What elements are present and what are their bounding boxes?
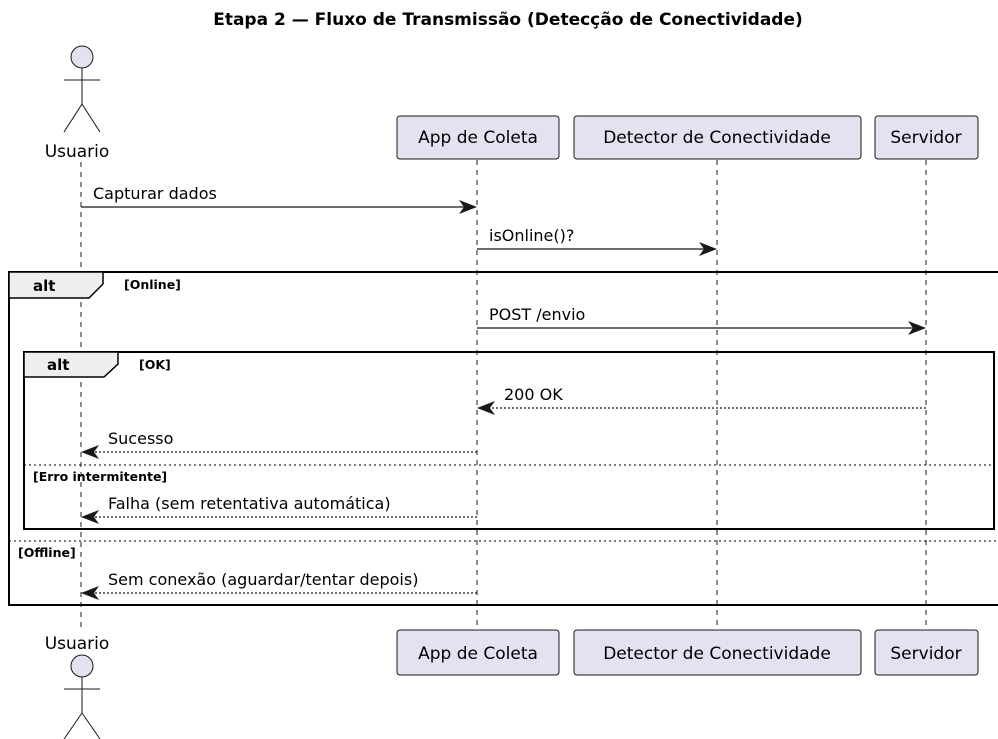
participant-detector-top: Detector de Conectividade: [573, 115, 862, 160]
message-isonline: isOnline()?: [477, 226, 717, 256]
message-200-ok: 200 OK: [477, 385, 926, 415]
message-sucesso-label: Sucesso: [108, 429, 173, 448]
participant-server-bottom: Servidor: [874, 629, 979, 676]
participant-app-top-label: App de Coleta: [418, 128, 538, 148]
actor-user-top-label: Usuario: [45, 142, 110, 162]
message-sucesso: Sucesso: [81, 429, 477, 459]
participant-detector-top-label: Detector de Conectividade: [603, 128, 831, 148]
actor-user-bottom: Usuario: [45, 634, 110, 739]
message-post-envio-label: POST /envio: [489, 305, 585, 324]
message-200-ok-label: 200 OK: [504, 385, 563, 404]
fragment-inner-guard: [OK]: [139, 357, 171, 372]
fragment-inner-keyword: alt: [47, 356, 69, 374]
participant-app-bottom: App de Coleta: [396, 629, 560, 676]
message-capturar-dados-label: Capturar dados: [93, 184, 217, 203]
message-sem-conexao-label: Sem conexão (aguardar/tentar depois): [108, 570, 418, 589]
participant-server-bottom-label: Servidor: [890, 644, 961, 664]
message-falha-label: Falha (sem retentativa automática): [108, 494, 391, 513]
message-falha: Falha (sem retentativa automática): [81, 494, 477, 524]
participant-server-top-label: Servidor: [890, 128, 961, 148]
fragment-alt-inner: alt [OK]: [23, 351, 995, 530]
fragment-outer-keyword: alt: [33, 277, 55, 295]
participant-app-top: App de Coleta: [396, 115, 560, 160]
message-post-envio: POST /envio: [477, 305, 926, 335]
message-capturar-dados: Capturar dados: [81, 184, 477, 214]
actor-user-top: Usuario: [45, 45, 110, 162]
fragment-alt-outer: alt [Online]: [8, 271, 998, 606]
message-isonline-label: isOnline()?: [489, 226, 574, 245]
participant-detector-bottom-label: Detector de Conectividade: [603, 644, 831, 664]
fragment-inner-else-guard: [Erro intermitente]: [33, 469, 167, 484]
participant-detector-bottom: Detector de Conectividade: [573, 629, 862, 676]
message-sem-conexao: Sem conexão (aguardar/tentar depois): [81, 570, 477, 600]
participant-server-top: Servidor: [874, 115, 979, 160]
fragment-outer-guard: [Online]: [124, 277, 181, 292]
diagram-title: Etapa 2 — Fluxo de Transmissão (Detecção…: [213, 10, 803, 30]
participant-app-bottom-label: App de Coleta: [418, 644, 538, 664]
fragment-outer-else-guard: [Offline]: [18, 545, 76, 560]
actor-user-bottom-label: Usuario: [45, 634, 110, 654]
